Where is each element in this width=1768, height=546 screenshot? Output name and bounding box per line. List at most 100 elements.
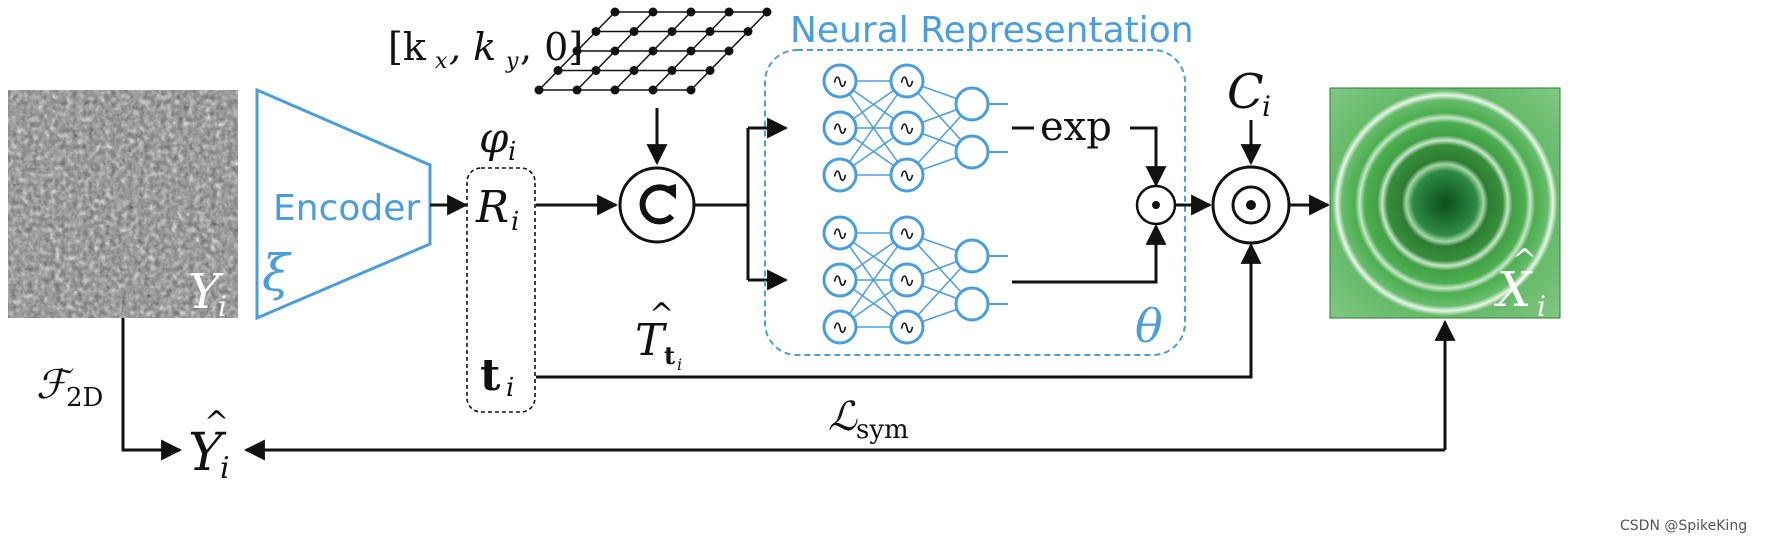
k-grid-point [743,27,753,36]
f2d-label: ℱ 2D [36,362,103,413]
k-grid-point [724,7,734,17]
lsym-label: ℒ sym [828,394,909,445]
t-hat-caret: ^ [649,297,674,332]
lsym-sub: sym [856,415,909,445]
ri-subscript: i [511,207,519,237]
sine-node [822,110,858,146]
neural-title: Neural Representation [790,10,1194,51]
sine-node [889,63,925,99]
sine-icon: ∿ [899,69,916,93]
k-grid-label: [k x , k y , 0] [388,25,583,74]
k-grid-point [629,66,639,75]
sine-node [889,215,925,251]
yhat-sub: i [220,451,230,486]
k-grid-point [648,46,658,56]
xi-label: ξ [262,244,292,302]
yhat: Y [188,423,227,483]
sine-node [822,215,858,251]
ti-label: t [480,350,501,401]
k-grid-point [705,66,715,75]
exp-label: exp [1040,104,1112,150]
k-grid-point [610,46,620,56]
sine-node [889,309,925,345]
odot-small-icon [1135,184,1177,226]
sine-icon: ∿ [899,116,916,140]
output-node [954,134,990,170]
output-image-xhat: X ^ i [1329,87,1561,323]
k-grid-point [610,7,620,17]
sine-icon: ∿ [832,221,849,245]
neural-representation-box: Neural Representation θ ∿ ∿ ∿ ∿ ∿ ∿ ∿ ∿ ∿ ∿ ∿ ∿ [764,10,1194,356]
encoder-label: Encoder [273,188,420,229]
sine-icon: ∿ [832,163,849,187]
k-grid-point [686,46,696,56]
k-grid-point [553,66,563,75]
sine-node [889,110,925,146]
k-grid-point [667,66,677,75]
yi-subscript: i [218,290,227,323]
xhat-label: X [1493,262,1533,318]
k-grid-point [591,66,601,75]
pose-box: φ i R i t i [466,113,536,413]
k-y: , k [449,25,496,69]
phi-label: φ [479,113,509,162]
t-hat-subsub: i [677,355,682,374]
sine-icon: ∿ [832,116,849,140]
sine-node [889,157,925,193]
k-grid-point [705,27,715,36]
t-hat: T [635,315,668,366]
k-grid-point [762,7,772,17]
k-grid-point [667,27,677,36]
k-tail: , 0] [520,25,583,69]
sine-node [822,63,858,99]
k-grid-point [572,46,582,56]
k-grid-point [534,85,544,95]
yi-label: Y [188,264,224,320]
k-grid [534,7,772,95]
sine-node [822,157,858,193]
sine-node [822,309,858,345]
sine-node [822,262,858,298]
output-node [954,286,990,322]
k-x-sub: x [435,49,448,74]
k-grid-point [610,85,620,95]
k-grid-point [648,85,658,95]
k-y-sub: y [505,49,519,74]
watermark: CSDN @SpikeKing [1620,518,1747,534]
sine-icon: ∿ [832,315,849,339]
encoder-block: Encoder ξ [255,87,432,321]
ri-label: R [475,182,509,233]
rotate-icon [618,166,696,244]
sine-icon: ∿ [899,163,916,187]
f2d-sub: 2D [66,383,103,413]
yhat-caret: ^ [204,405,229,440]
phi-subscript: i [508,137,516,167]
input-image-yi: Y i [8,90,238,323]
mlp-amplitude: ∿ ∿ ∿ ∿ ∿ ∿ [822,63,1008,193]
ti-subscript: i [506,373,514,403]
mlp-phase: ∿ ∿ ∿ ∿ ∿ ∿ [822,215,1008,345]
sine-icon: ∿ [899,221,916,245]
xhat-caret: ^ [1512,243,1537,278]
sine-icon: ∿ [899,315,916,339]
sine-node [889,262,925,298]
k-bracket: [k [388,25,427,69]
ci-subscript: i [1262,90,1271,123]
yhat-label: Y ^ i [188,405,230,486]
k-grid-point [629,27,639,36]
ci-label: C [1227,64,1264,120]
sine-icon: ∿ [832,69,849,93]
xhat-subscript: i [1537,290,1546,323]
k-grid-point [686,7,696,17]
t-hat-label: T ^ t i [635,297,682,374]
k-grid-point [591,27,601,36]
output-node [954,238,990,274]
odot-large-icon [1211,165,1291,245]
k-grid-point [572,85,582,95]
sine-icon: ∿ [899,268,916,292]
theta-label: θ [1135,299,1163,353]
sine-icon: ∿ [832,268,849,292]
k-grid-point [686,85,696,95]
lsym: ℒ [828,394,858,440]
